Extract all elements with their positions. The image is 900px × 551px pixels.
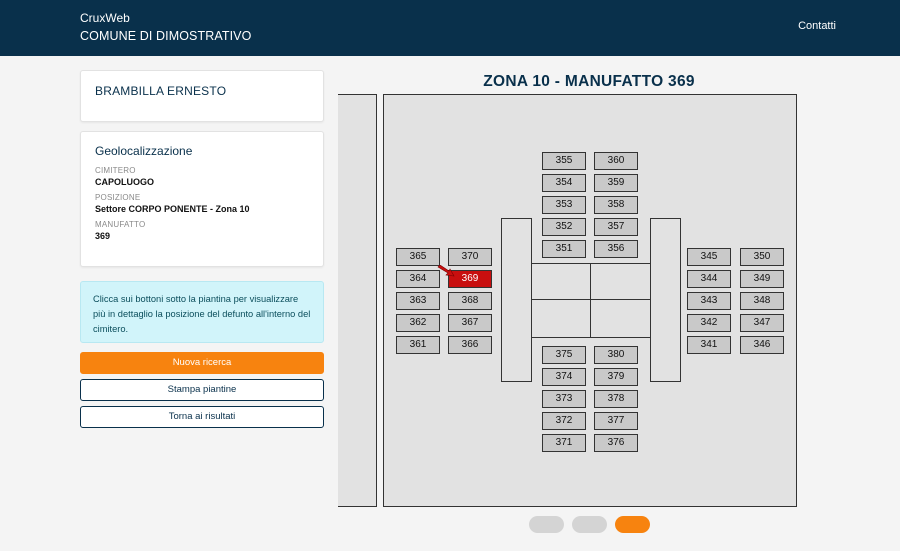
person-card: BRAMBILLA ERNESTO — [80, 70, 324, 122]
new-search-button[interactable]: Nuova ricerca — [80, 352, 324, 374]
map-cell[interactable]: 342 — [687, 314, 731, 332]
map-cell[interactable]: 362 — [396, 314, 440, 332]
map-left-building — [501, 218, 532, 382]
map-cell[interactable]: 345 — [687, 248, 731, 266]
map-cell[interactable]: 355 — [542, 152, 586, 170]
geolocation-card: Geolocalizzazione CIMITERO CAPOLUOGO POS… — [80, 131, 324, 267]
map-cell[interactable]: 379 — [594, 368, 638, 386]
person-name: BRAMBILLA ERNESTO — [95, 84, 227, 98]
artifact-value: 369 — [95, 231, 111, 241]
map-cell[interactable]: 357 — [594, 218, 638, 236]
map-cell[interactable]: 363 — [396, 292, 440, 310]
map-pager-button[interactable] — [529, 516, 564, 533]
map-cell[interactable]: 349 — [740, 270, 784, 288]
map-cell[interactable]: 361 — [396, 336, 440, 354]
map-cell[interactable]: 376 — [594, 434, 638, 452]
location-pointer-icon — [437, 265, 455, 277]
map-cell[interactable]: 364 — [396, 270, 440, 288]
map-cell[interactable]: 370 — [448, 248, 492, 266]
map-cell[interactable]: 375 — [542, 346, 586, 364]
cemetery-label: CIMITERO — [95, 166, 136, 175]
position-value: Settore CORPO PONENTE - Zona 10 — [95, 204, 250, 214]
print-maps-button[interactable]: Stampa piantine — [80, 379, 324, 401]
map-cell[interactable]: 353 — [542, 196, 586, 214]
organization-name: COMUNE DI DIMOSTRATIVO — [80, 29, 252, 43]
artifact-label: MANUFATTO — [95, 220, 146, 229]
map-cell[interactable]: 358 — [594, 196, 638, 214]
map-central-block — [531, 263, 591, 300]
map-cell[interactable]: 359 — [594, 174, 638, 192]
app-name: CruxWeb — [80, 11, 130, 25]
map-cell[interactable]: 371 — [542, 434, 586, 452]
map-title: ZONA 10 - MANUFATTO 369 — [483, 73, 695, 90]
map-cell[interactable]: 344 — [687, 270, 731, 288]
brand[interactable]: CruxWeb COMUNE DI DIMOSTRATIVO — [80, 11, 251, 43]
map-pager-button[interactable] — [572, 516, 607, 533]
map-cell[interactable]: 365 — [396, 248, 440, 266]
map-pager-button[interactable] — [615, 516, 650, 533]
map-cell[interactable]: 350 — [740, 248, 784, 266]
map-cell-selected[interactable]: 369 — [448, 270, 492, 288]
map-cell[interactable]: 347 — [740, 314, 784, 332]
map-cell[interactable]: 380 — [594, 346, 638, 364]
geolocation-title: Geolocalizzazione — [95, 144, 193, 158]
map-cell[interactable]: 373 — [542, 390, 586, 408]
map-cell[interactable]: 352 — [542, 218, 586, 236]
map-cell[interactable]: 368 — [448, 292, 492, 310]
map-cell[interactable]: 351 — [542, 240, 586, 258]
map-central-block — [590, 263, 651, 300]
map-cell[interactable]: 354 — [542, 174, 586, 192]
info-alert: Clicca sui bottoni sotto la piantina per… — [80, 281, 324, 343]
map-cell[interactable]: 360 — [594, 152, 638, 170]
map-cell[interactable]: 367 — [448, 314, 492, 332]
back-to-results-button[interactable]: Torna ai risultati — [80, 406, 324, 428]
map-cell[interactable]: 341 — [687, 336, 731, 354]
position-label: POSIZIONE — [95, 193, 141, 202]
top-navbar: CruxWeb COMUNE DI DIMOSTRATIVO Contatti — [0, 0, 900, 56]
map-left-strip — [338, 94, 377, 507]
map-cell[interactable]: 374 — [542, 368, 586, 386]
map-cell[interactable]: 346 — [740, 336, 784, 354]
map-cell[interactable]: 356 — [594, 240, 638, 258]
map-cell[interactable]: 348 — [740, 292, 784, 310]
map-central-block — [590, 299, 651, 338]
map-cell[interactable]: 343 — [687, 292, 731, 310]
map-cell[interactable]: 366 — [448, 336, 492, 354]
nav-contacts-link[interactable]: Contatti — [798, 20, 836, 32]
map-cell[interactable]: 378 — [594, 390, 638, 408]
map-right-building — [650, 218, 681, 382]
map-cell[interactable]: 372 — [542, 412, 586, 430]
cemetery-value: CAPOLUOGO — [95, 177, 155, 187]
map-central-block — [531, 299, 591, 338]
map-cell[interactable]: 377 — [594, 412, 638, 430]
